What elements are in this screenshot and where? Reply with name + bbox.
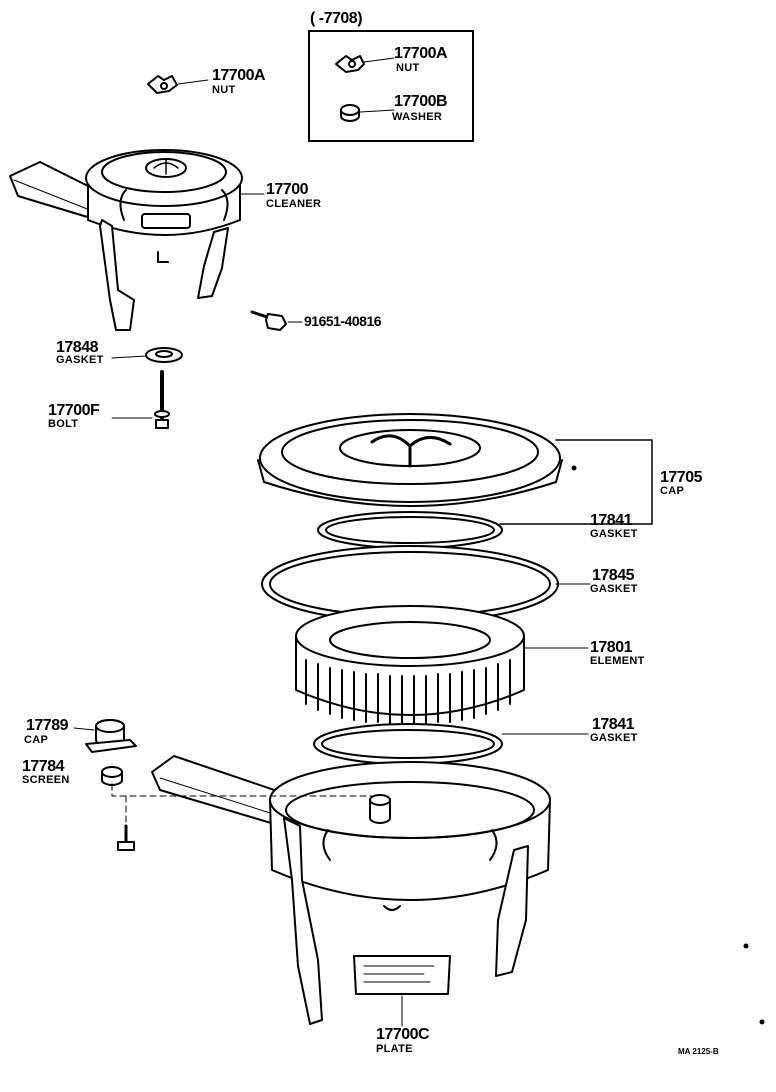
part-name: GASKET xyxy=(590,583,638,595)
plate-label-icon xyxy=(353,955,451,1027)
part-number: 17789 xyxy=(26,717,69,734)
part-number: 17845 xyxy=(592,567,635,584)
dot-mark-icon xyxy=(571,465,577,471)
cleaner-assembly-icon xyxy=(9,149,243,331)
inset-washer-icon xyxy=(340,104,395,122)
inset-range-label: ( -7708) xyxy=(310,10,363,27)
part-name: CAP xyxy=(24,734,49,746)
part-number: 17700 xyxy=(266,181,309,198)
part-name: CAP xyxy=(660,485,685,497)
part-number: 17841 xyxy=(592,716,635,733)
filter-element-icon xyxy=(295,605,589,725)
part-number: 17841 xyxy=(590,512,633,529)
part-name: PLATE xyxy=(376,1043,413,1055)
screen-icon xyxy=(101,766,123,786)
drawing-code: MA 2125-B xyxy=(678,1047,719,1056)
part-number: 91651-40816 xyxy=(304,313,382,329)
cap-small-icon xyxy=(73,719,137,753)
part-name: GASKET xyxy=(590,732,638,744)
part-number: 17700F xyxy=(48,402,100,419)
part-name: NUT xyxy=(396,62,420,74)
part-name: NUT xyxy=(212,84,236,96)
part-number: 17848 xyxy=(56,339,99,356)
part-name: CLEANER xyxy=(266,198,322,210)
wing-nut-icon xyxy=(147,75,209,94)
part-name: ELEMENT xyxy=(590,655,645,667)
gasket-ring-icon xyxy=(111,347,183,363)
hex-bolt-icon xyxy=(250,310,303,331)
part-name: GASKET xyxy=(590,528,638,540)
part-number: 17705 xyxy=(660,469,703,486)
inset-box xyxy=(308,30,474,142)
part-number: 17700A xyxy=(394,45,448,62)
screw-icon xyxy=(117,824,135,851)
part-name: WASHER xyxy=(392,111,443,123)
dot-mark-icon xyxy=(743,943,749,949)
gasket-bottom-icon xyxy=(313,723,589,765)
gasket-top-icon xyxy=(317,511,503,549)
housing-body-icon xyxy=(151,755,551,1025)
stud-bolt-icon xyxy=(111,370,170,429)
part-name: GASKET xyxy=(56,354,104,366)
inset-wing-nut-icon xyxy=(335,55,395,73)
part-number: 17700B xyxy=(394,93,448,110)
part-name: SCREEN xyxy=(22,774,70,786)
part-number: 17801 xyxy=(590,639,633,656)
dashed-leader-icon xyxy=(111,783,381,827)
part-number: 17784 xyxy=(22,758,65,775)
dot-mark-icon xyxy=(759,1019,765,1025)
part-number: 17700C xyxy=(376,1026,430,1043)
part-name: BOLT xyxy=(48,418,79,430)
part-number: 17700A xyxy=(212,67,266,84)
cap-cover-icon xyxy=(257,413,563,507)
